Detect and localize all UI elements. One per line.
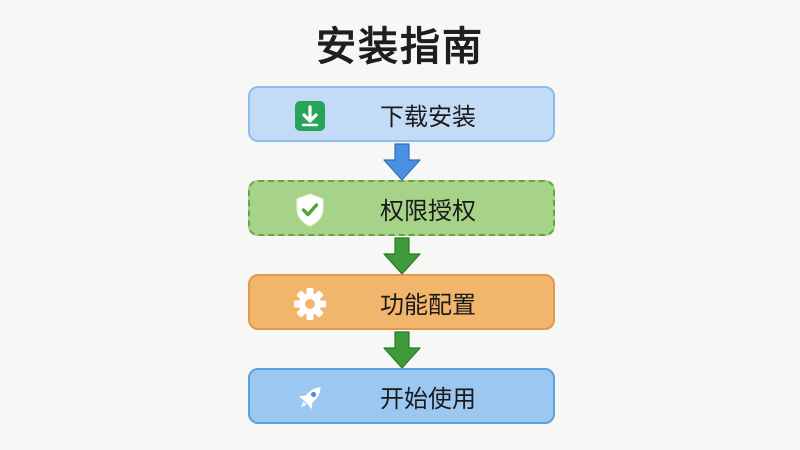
step-permission-authorize: 权限授权 <box>248 180 555 236</box>
step-label: 功能配置 <box>380 290 476 319</box>
download-icon <box>295 101 325 131</box>
step-start-using: 开始使用 <box>248 368 555 424</box>
arrow-down-icon <box>383 331 421 369</box>
shield-check-icon <box>296 193 324 227</box>
arrow-down-icon <box>383 143 421 181</box>
rocket-icon <box>298 387 321 410</box>
gear-icon <box>294 288 326 320</box>
step-feature-config: 功能配置 <box>248 274 555 330</box>
step-label: 开始使用 <box>380 384 476 413</box>
step-label: 权限授权 <box>380 196 476 225</box>
arrow-down-icon <box>383 237 421 275</box>
step-label: 下载安装 <box>380 102 476 131</box>
page-title: 安装指南 <box>316 24 484 70</box>
step-download-install: 下载安装 <box>248 86 555 142</box>
